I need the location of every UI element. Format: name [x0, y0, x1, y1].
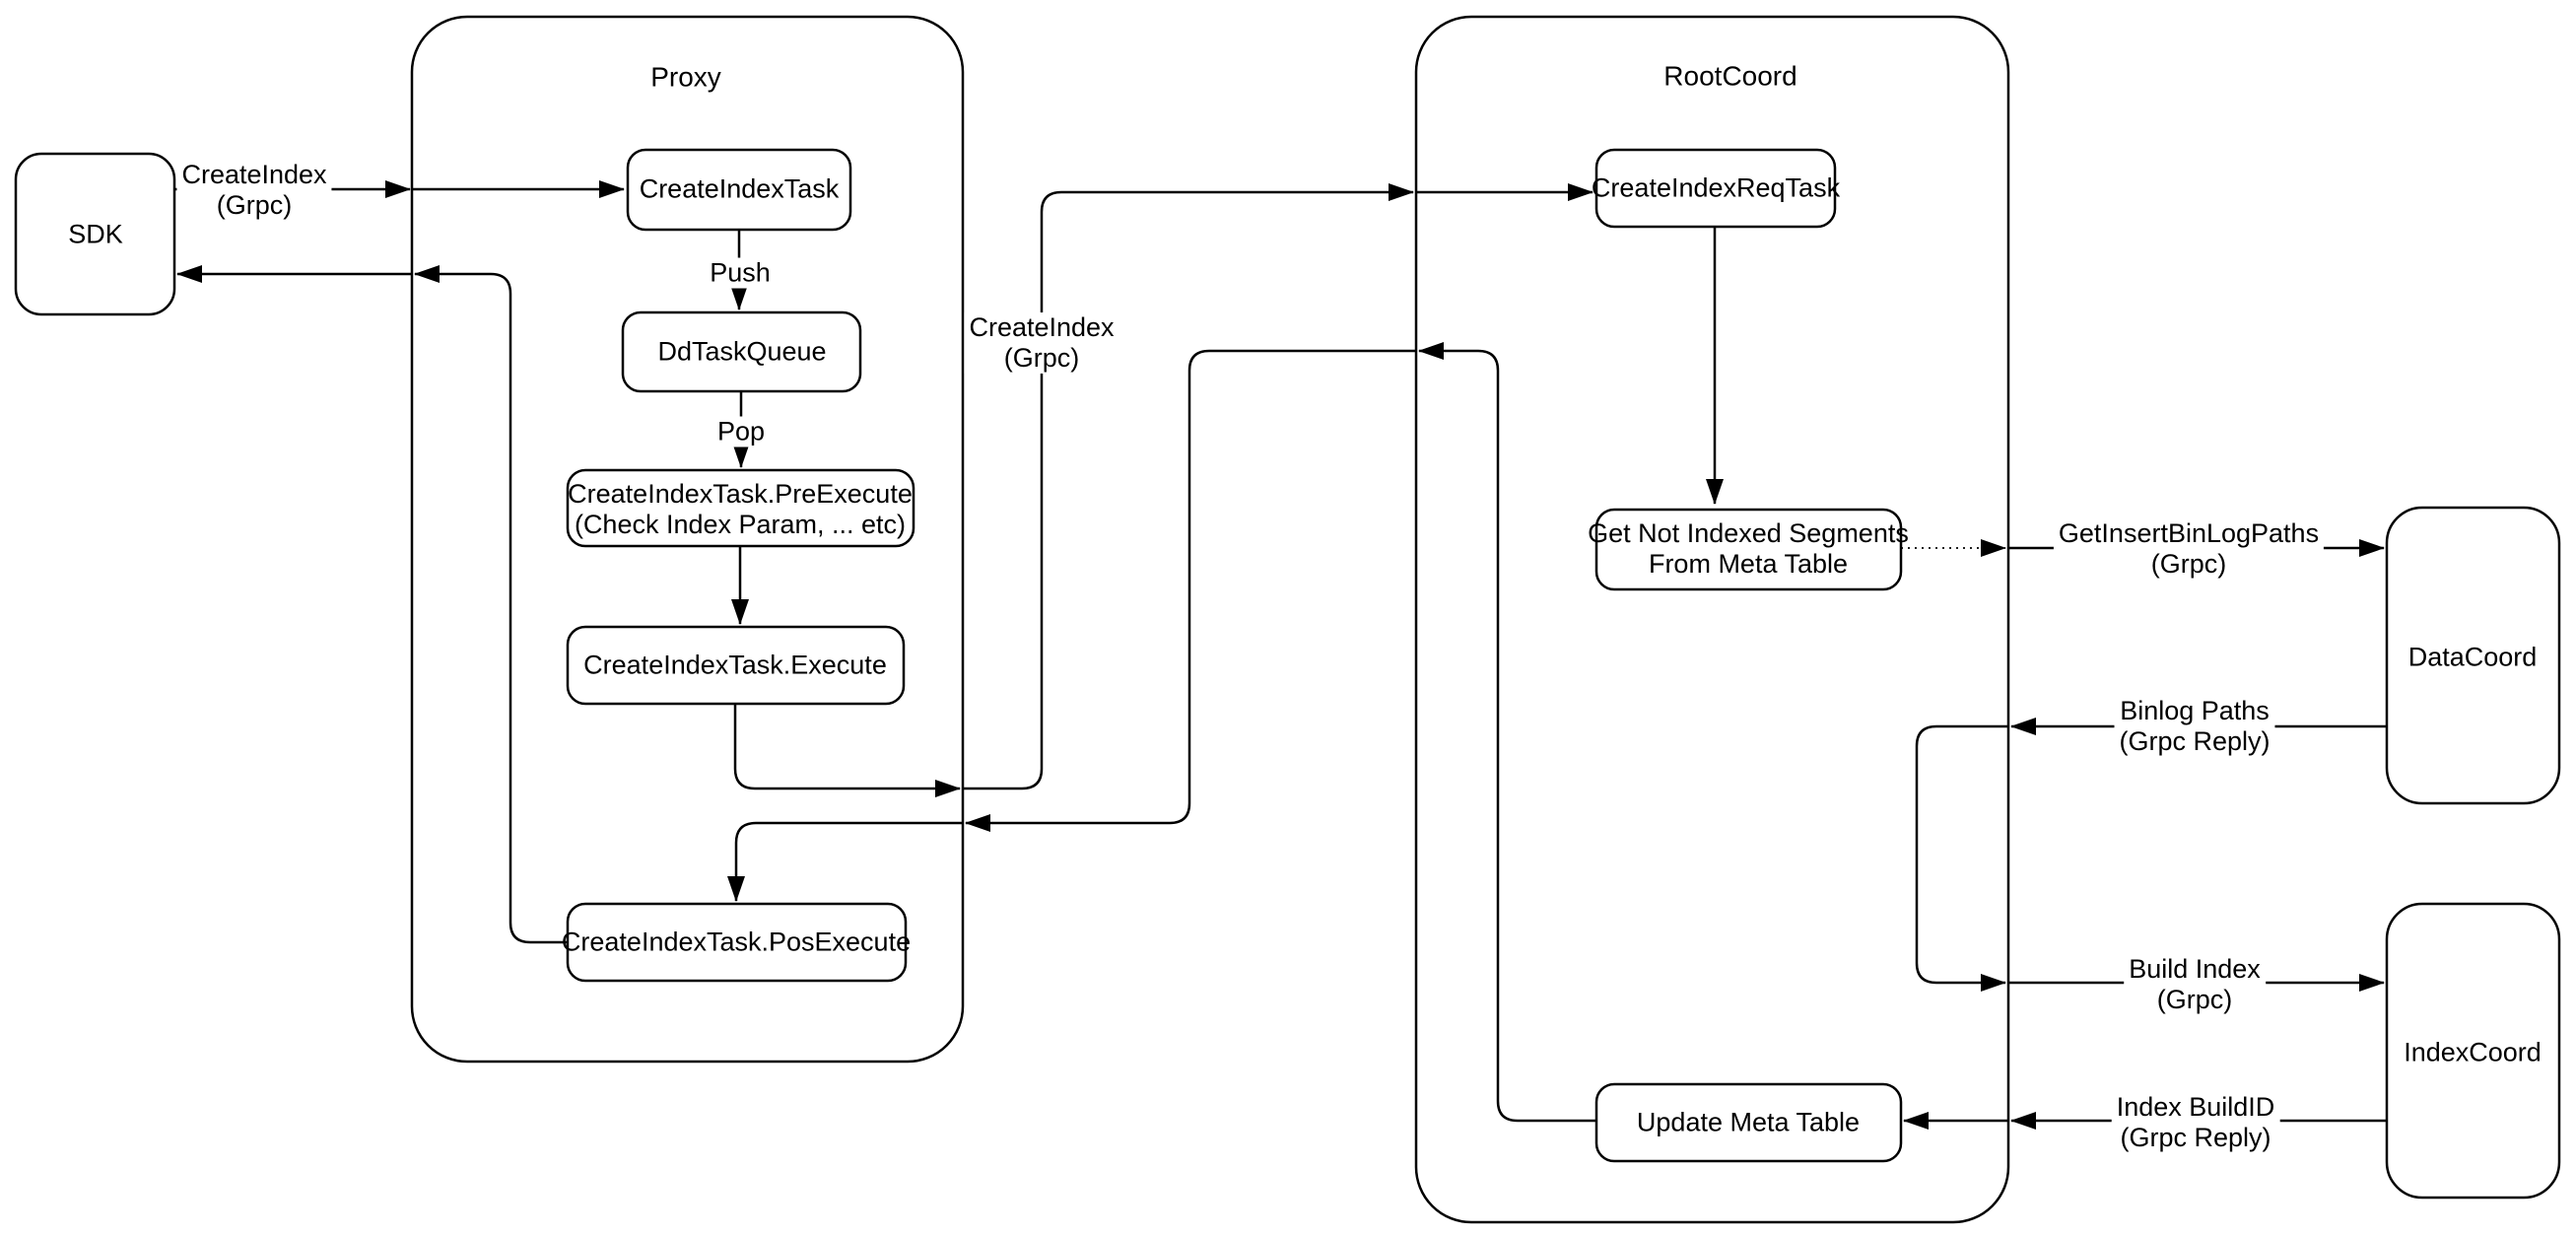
pre-execute-label: CreateIndexTask.PreExecute (Check Index … [568, 479, 913, 540]
create-index-req-task-node [1594, 148, 1837, 229]
edge-label-sdk-create-index: CreateIndex (Grpc) [176, 160, 332, 221]
pos-execute-node [566, 902, 908, 983]
pos-execute-label: CreateIndexTask.PosExecute [561, 927, 912, 957]
edge-label-binlog-paths: Binlog Paths (Grpc Reply) [2114, 696, 2275, 757]
edge-label-sdk-create-index-line2: (Grpc) [216, 190, 293, 220]
edge-label-get-insert-binlog-paths: GetInsertBinLogPaths (Grpc) [2053, 518, 2325, 580]
edge-label-proxy-create-index-line1: CreateIndex [969, 312, 1115, 342]
create-index-task-label: CreateIndexTask [639, 173, 840, 204]
update-meta-table-node [1594, 1082, 1903, 1163]
edge-label-binlog-paths-line2: (Grpc Reply) [2119, 726, 2271, 756]
pre-execute-label-line2: (Check Index Param, ... etc) [574, 510, 907, 539]
sdk-label: SDK [68, 219, 123, 249]
edge-updatemeta-to-rootcoord-edge [1418, 342, 1596, 1123]
datacoord-label: DataCoord [2407, 642, 2538, 672]
edge-label-index-buildid: Index BuildID (Grpc Reply) [2111, 1092, 2280, 1153]
edge-rootcoord-to-proxy-reply [965, 349, 1416, 832]
get-not-indexed-label: Get Not Indexed Segments From Meta Table [1588, 518, 1909, 580]
execute-label: CreateIndexTask.Execute [583, 650, 887, 680]
edge-label-get-insert-binlog-paths-line2: (Grpc) [2150, 549, 2227, 579]
edge-label-sdk-create-index-line1: CreateIndex [181, 160, 327, 189]
edge-proxy-to-rootcoord [963, 183, 1414, 790]
indexcoord-label: IndexCoord [2404, 1037, 2542, 1067]
sdk-node [14, 152, 176, 316]
get-not-indexed-label-line1: Get Not Indexed Segments [1588, 518, 1909, 548]
edge-label-proxy-create-index-line2: (Grpc) [1003, 343, 1080, 373]
edge-bracket-down [1915, 724, 2008, 992]
create-index-req-task-label: CreateIndexReqTask [1591, 172, 1841, 203]
edge-proxy-edge-to-posexecute [727, 821, 963, 902]
edge-label-push: Push [705, 257, 776, 289]
get-not-indexed-node [1594, 508, 1903, 591]
rootcoord-container [1414, 15, 2010, 1224]
proxy-title: Proxy [650, 61, 721, 93]
indexcoord-node [2385, 902, 2561, 1200]
edge-label-pop: Pop [712, 416, 771, 447]
edge-label-get-insert-binlog-paths-line1: GetInsertBinLogPaths [2058, 518, 2320, 548]
pre-execute-node [566, 468, 915, 548]
edge-label-binlog-paths-line1: Binlog Paths [2120, 696, 2270, 725]
dd-task-queue-node [621, 310, 862, 393]
rootcoord-title: RootCoord [1663, 60, 1797, 92]
dd-task-queue-label: DdTaskQueue [657, 336, 827, 367]
edge-label-index-buildid-line2: (Grpc Reply) [2120, 1123, 2271, 1152]
edge-posexecute-to-proxy-edge [414, 265, 568, 944]
get-not-indexed-label-line2: From Meta Table [1648, 549, 1849, 579]
edge-label-build-index-line1: Build Index [2129, 954, 2261, 984]
edge-label-index-buildid-line1: Index BuildID [2116, 1092, 2275, 1122]
edge-label-build-index-line2: (Grpc) [2156, 985, 2233, 1014]
datacoord-node [2385, 506, 2561, 805]
edge-label-proxy-create-index: CreateIndex (Grpc) [964, 312, 1119, 374]
edge-execute-to-proxy-edge [733, 704, 961, 797]
create-index-task-node [626, 148, 852, 232]
pre-execute-label-line1: CreateIndexTask.PreExecute [568, 479, 913, 509]
update-meta-table-label: Update Meta Table [1636, 1107, 1861, 1137]
execute-node [566, 625, 906, 706]
edge-label-build-index: Build Index (Grpc) [2124, 954, 2266, 1015]
